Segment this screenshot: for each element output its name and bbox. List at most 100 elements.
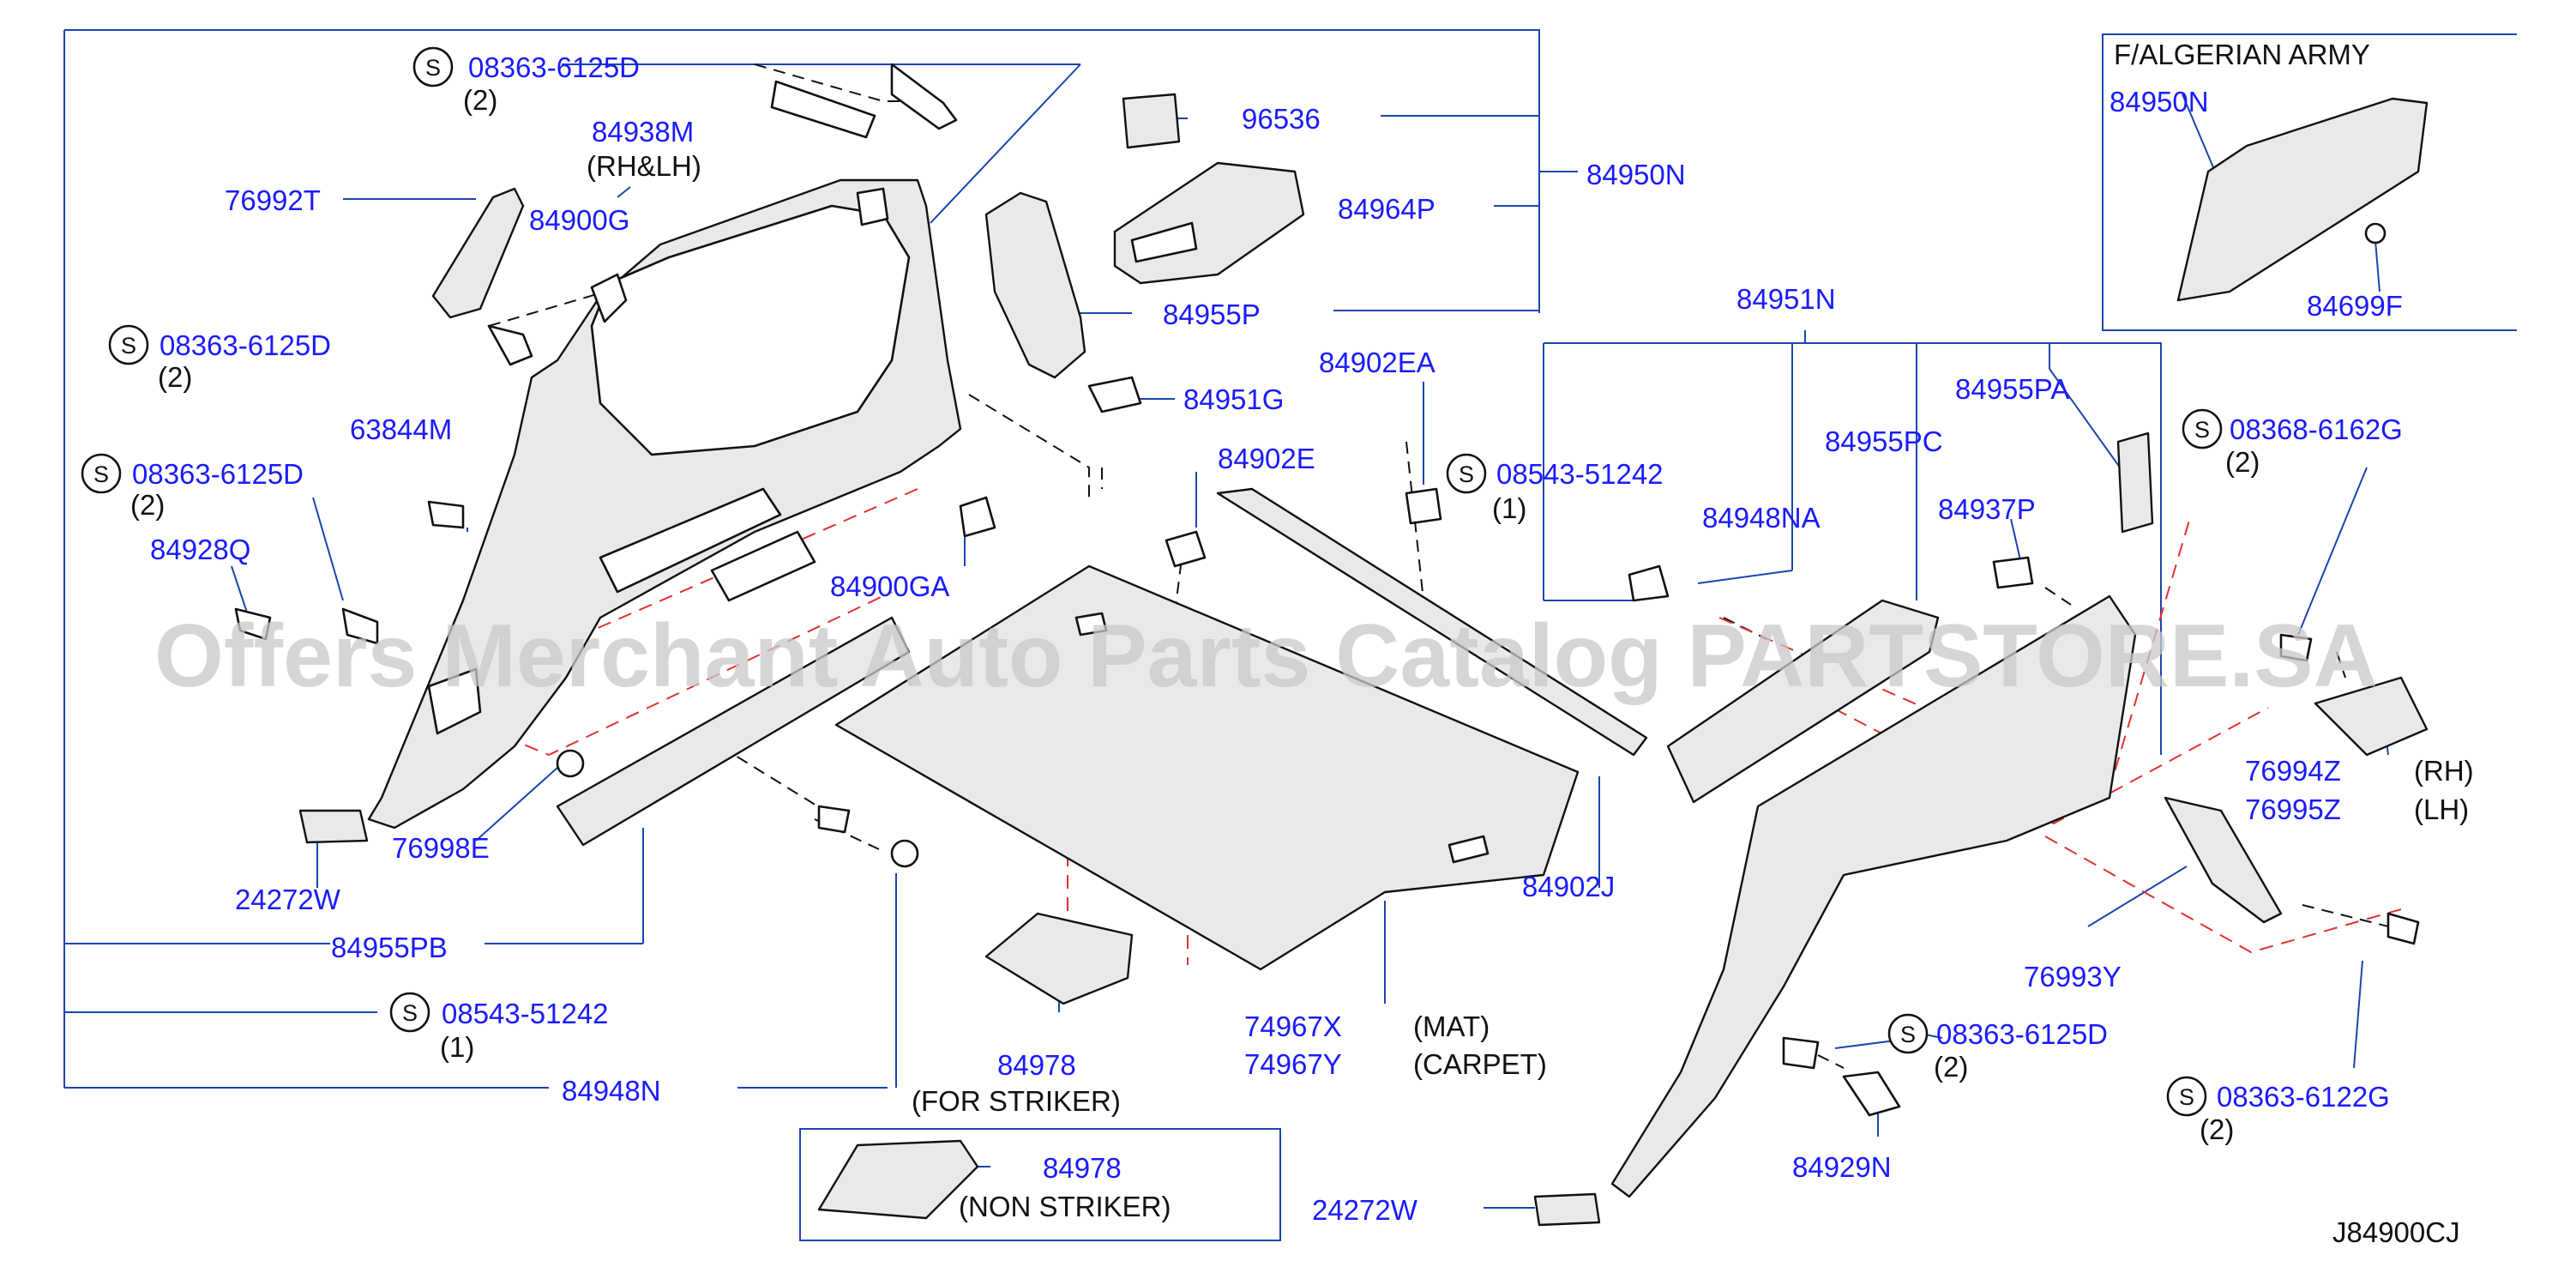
svg-text:S: S xyxy=(1900,1022,1916,1047)
svg-text:S: S xyxy=(2194,417,2210,443)
label-for-striker: (FOR STRIKER) xyxy=(912,1085,1121,1117)
part-08543-51242-clip xyxy=(817,805,919,868)
label-84928Q: 84928Q xyxy=(150,534,250,565)
part-84955P-panel xyxy=(984,191,1086,379)
label-76998E: 76998E xyxy=(392,832,490,864)
part-inset-84950N xyxy=(2176,97,2429,302)
label-rh: (RH) xyxy=(2414,755,2474,787)
label-qty-08543-right: (1) xyxy=(1492,492,1526,524)
part-84902EA-clip xyxy=(1405,487,1442,525)
label-qty-6122G: (2) xyxy=(2200,1113,2234,1145)
label-qty-top: (2) xyxy=(463,84,497,116)
label-24272W-right: 24272W xyxy=(1312,1194,1418,1226)
part-84955PA-cover xyxy=(2116,431,2154,534)
part-84955PC-panel xyxy=(1666,599,1940,804)
part-76993Y-bracket xyxy=(2164,796,2283,924)
label-84902EA: 84902EA xyxy=(1319,347,1435,378)
part-84902E-clip xyxy=(1165,530,1207,568)
part-screws-left xyxy=(234,324,533,645)
label-76993Y: 76993Y xyxy=(2024,961,2122,992)
label-76992T: 76992T xyxy=(225,184,321,216)
part-labels: 08363-6125D (2) 84938M (RH&LH) 76992T 84… xyxy=(130,39,2474,1248)
label-qty-mid: (2) xyxy=(158,361,192,393)
part-84937P-clip xyxy=(1992,556,2034,589)
svg-text:S: S xyxy=(93,462,109,487)
label-mat: (MAT) xyxy=(1413,1011,1490,1042)
label-08363-6125D-low: 08363-6125D xyxy=(132,458,304,490)
label-76994Z: 76994Z xyxy=(2245,755,2341,787)
part-84902J-rail xyxy=(1216,487,1648,757)
label-84929N: 84929N xyxy=(1792,1151,1892,1183)
part-screws-right xyxy=(1782,633,2420,1070)
label-84955PA: 84955PA xyxy=(1955,373,2069,405)
label-76995Z: 76995Z xyxy=(2245,793,2341,825)
watermark: Offers Merchant Auto Parts Catalog PARTS… xyxy=(154,606,2378,706)
label-84900GA: 84900GA xyxy=(830,570,949,602)
label-84964P: 84964P xyxy=(1338,193,1435,225)
frame-lines xyxy=(63,29,2517,1241)
label-08543-51242-left: 08543-51242 xyxy=(442,998,609,1029)
label-74967Y: 74967Y xyxy=(1244,1048,1342,1080)
label-08368-6162G: 08368-6162G xyxy=(2230,413,2403,445)
svg-text:S: S xyxy=(2179,1084,2194,1110)
part-84951N-right-trim xyxy=(1610,594,2137,1198)
label-96536: 96536 xyxy=(1242,103,1321,135)
svg-text:S: S xyxy=(1459,462,1474,487)
label-inset-84950N: 84950N xyxy=(2110,86,2209,118)
label-qty-right: (2) xyxy=(1934,1051,1968,1083)
label-08363-6125D-mid: 08363-6125D xyxy=(159,329,331,361)
part-24272W-pad-right xyxy=(1533,1192,1601,1227)
label-08363-6125D-top: 08363-6125D xyxy=(468,51,640,83)
label-84955PC: 84955PC xyxy=(1825,425,1943,457)
part-74967-mat xyxy=(834,564,1580,971)
label-qty-08368: (2) xyxy=(2225,446,2260,478)
label-84948N: 84948N xyxy=(562,1075,661,1107)
label-qty-low: (2) xyxy=(130,489,165,521)
part-84929N-bracket xyxy=(1842,1071,1901,1117)
label-rhlh: (RH&LH) xyxy=(587,150,701,182)
part-76992T-bracket xyxy=(431,187,525,319)
part-84964P-pocket xyxy=(1113,161,1305,285)
label-84948NA: 84948NA xyxy=(1702,502,1821,534)
label-84937P: 84937P xyxy=(1938,493,2036,525)
label-84951N: 84951N xyxy=(1736,283,1836,315)
label-non-striker: (NON STRIKER) xyxy=(959,1191,1171,1222)
label-inset-84699F: 84699F xyxy=(2307,290,2403,322)
part-84900GA-clip xyxy=(959,496,996,538)
screw-marker-icon: S S S S S S S S xyxy=(81,46,2223,1117)
inset-title: F/ALGERIAN ARMY xyxy=(2114,39,2370,70)
label-08363-6122G: 08363-6122G xyxy=(2217,1081,2390,1113)
diagram-code: J84900CJ xyxy=(2332,1216,2460,1248)
label-84902E: 84902E xyxy=(1218,443,1315,474)
part-84900G-clip xyxy=(590,273,628,323)
part-84955PB-sill xyxy=(556,616,911,847)
label-lh: (LH) xyxy=(2414,793,2469,825)
label-63844M: 63844M xyxy=(350,413,452,445)
part-84951G-clip xyxy=(1087,376,1142,413)
label-84938M: 84938M xyxy=(592,116,694,148)
label-74967X: 74967X xyxy=(1244,1011,1342,1042)
label-24272W-left: 24272W xyxy=(235,884,341,915)
part-84948NA-clip xyxy=(1628,564,1670,602)
label-84951G: 84951G xyxy=(1183,383,1284,415)
part-96536-cap xyxy=(1122,93,1181,149)
label-84900G: 84900G xyxy=(529,204,629,236)
part-84938M-bracket xyxy=(770,63,958,139)
label-qty-08543-left: (1) xyxy=(440,1031,474,1063)
part-76998E-button xyxy=(556,749,585,778)
label-84978-non-striker: 84978 xyxy=(1043,1152,1122,1184)
label-08543-51242-right: 08543-51242 xyxy=(1496,458,1664,490)
part-76994Z-bracket xyxy=(2314,676,2429,757)
label-84978-striker: 84978 xyxy=(997,1049,1076,1081)
label-84902J: 84902J xyxy=(1522,871,1615,902)
part-84978-striker xyxy=(984,912,1134,1005)
label-08363-6125D-right: 08363-6125D xyxy=(1936,1018,2108,1050)
label-84955P: 84955P xyxy=(1163,299,1261,330)
part-84978-non-striker xyxy=(817,1139,979,1220)
label-84955PB: 84955PB xyxy=(331,932,448,963)
part-24272W-pad-left xyxy=(298,809,369,844)
label-carpet: (CARPET) xyxy=(1413,1048,1547,1080)
svg-text:S: S xyxy=(121,333,136,359)
svg-text:S: S xyxy=(402,1000,418,1026)
